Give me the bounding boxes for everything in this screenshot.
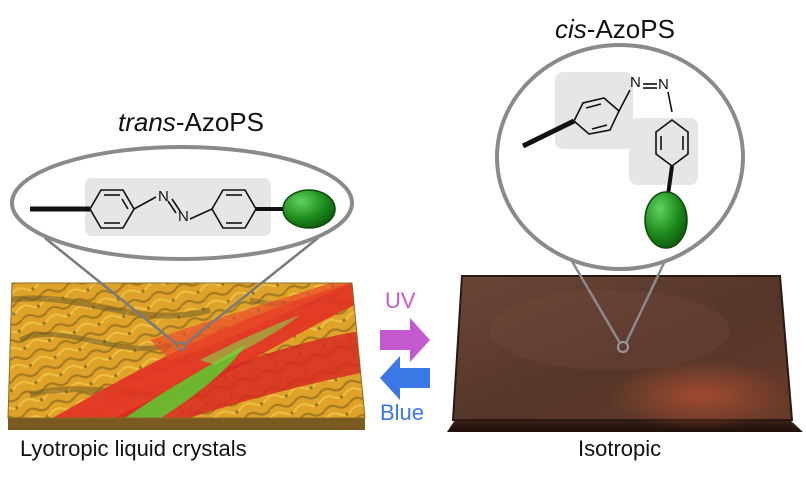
cis-lower-highlight xyxy=(629,118,698,185)
left-zoom-line-right xyxy=(183,237,319,346)
cis-suffix: -AzoPS xyxy=(586,14,675,44)
left-zoom-point xyxy=(176,341,186,351)
trans-polymer-bead xyxy=(282,189,336,229)
cis-n-label-2: N xyxy=(658,76,669,93)
lyotropic-caption: Lyotropic liquid crystals xyxy=(20,436,247,461)
cis-polymer-bead xyxy=(644,191,688,249)
uv-label: UV xyxy=(385,288,416,313)
cis-upper-highlight xyxy=(555,72,633,149)
trans-azops-title: trans-AzoPS xyxy=(118,107,264,138)
cis-azobenzene-molecule xyxy=(521,83,689,196)
blue-label: Blue xyxy=(380,400,425,425)
trans-n-label-2: N xyxy=(178,208,189,225)
trans-n-label-1: N xyxy=(158,188,169,205)
left-zoom-line-left xyxy=(44,237,179,346)
blue-arrow xyxy=(380,356,430,400)
isotropic-film xyxy=(447,275,803,432)
uv-arrow xyxy=(380,318,430,362)
cis-n-label-1: N xyxy=(630,74,641,91)
cis-prefix: cis xyxy=(555,14,587,44)
trans-suffix: -AzoPS xyxy=(175,107,264,137)
lc-texture-slab xyxy=(7,282,366,430)
trans-prefix: trans xyxy=(118,107,176,137)
trans-azobenzene-molecule xyxy=(30,189,286,229)
cis-azops-title: cis-AzoPS xyxy=(555,14,675,45)
right-zoom-point xyxy=(617,341,629,353)
isotropic-caption: Isotropic xyxy=(578,436,662,461)
